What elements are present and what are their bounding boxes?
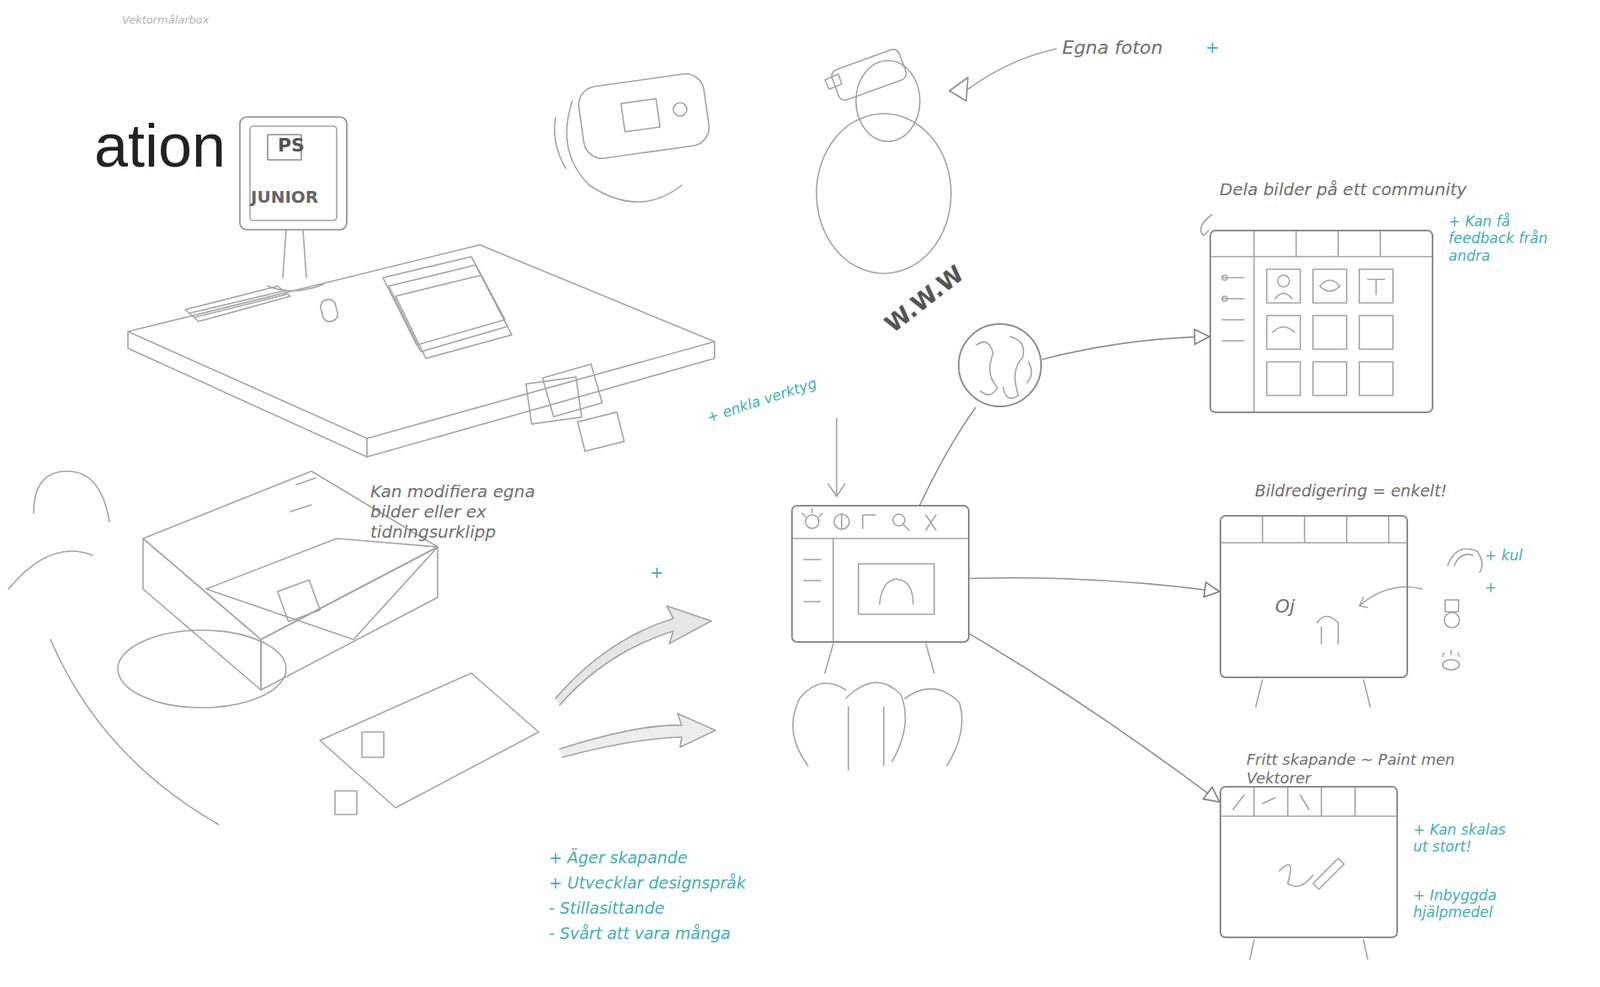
sketch-note: Vektormålarbox [122, 13, 210, 27]
sketch-note: + Äger skapande [548, 848, 688, 868]
node-text: Fritt skapande ~ Paint men Vektorer [1246, 750, 1500, 787]
sketch-arrow [919, 407, 976, 505]
edit-screen-sketch [1221, 516, 1483, 707]
page-title: ation [94, 109, 226, 182]
node-text: W.W.W [879, 260, 970, 340]
sketch-arrow [969, 633, 1220, 803]
node-text: Dela bilder på ett community [1219, 179, 1498, 200]
sketch-note: + kul [1484, 547, 1523, 564]
paint-screen-sketch [1221, 787, 1397, 960]
sketch-note: + [1205, 37, 1220, 58]
input-arrows [555, 605, 716, 758]
community-screen-sketch [1201, 214, 1432, 412]
sketch-note: + Utvecklar designspråk [548, 873, 746, 894]
sketch-note: PS [277, 134, 305, 157]
node-text: + Inbyggda hjälpmedel [1413, 887, 1506, 922]
sketch-note: - Svårt att vara många [548, 924, 731, 944]
screen-box: Dela bilder på ett community+ Kan få fee… [1209, 229, 1434, 414]
node-text: + enkla verktyg [704, 374, 819, 426]
screen-box: + enkla verktyg [791, 504, 970, 644]
children-sketch [792, 682, 963, 771]
sketch-note: JUNIOR [250, 186, 319, 208]
node-text: + Kan få feedback från andra [1448, 212, 1548, 265]
sketch-note: - Stillasittande [548, 898, 665, 919]
sketch-note: Oj [1275, 595, 1295, 618]
node-text: Bildredigering = enkelt! [1254, 481, 1542, 501]
globe-sketch [976, 336, 1032, 399]
globe-circle: W.W.W [957, 323, 1042, 408]
sketch-note: + [649, 562, 665, 583]
screen-box: Bildredigering = enkelt! [1219, 515, 1409, 679]
node-text: + Kan skalas ut stort! [1413, 821, 1506, 856]
sketch-note: Kan modifiera egna bilder eller ex tidni… [370, 481, 581, 543]
sketch-arrow [969, 578, 1220, 592]
sketch-arrow [1041, 336, 1210, 360]
sketch-note: + [1484, 579, 1497, 596]
editor-screen-sketch [792, 418, 968, 674]
sketch-note: Egna foton [1062, 37, 1164, 59]
screen-box: Fritt skapande ~ Paint men Vektorer+ Kan… [1219, 786, 1399, 939]
camera-sketch [554, 47, 1057, 274]
